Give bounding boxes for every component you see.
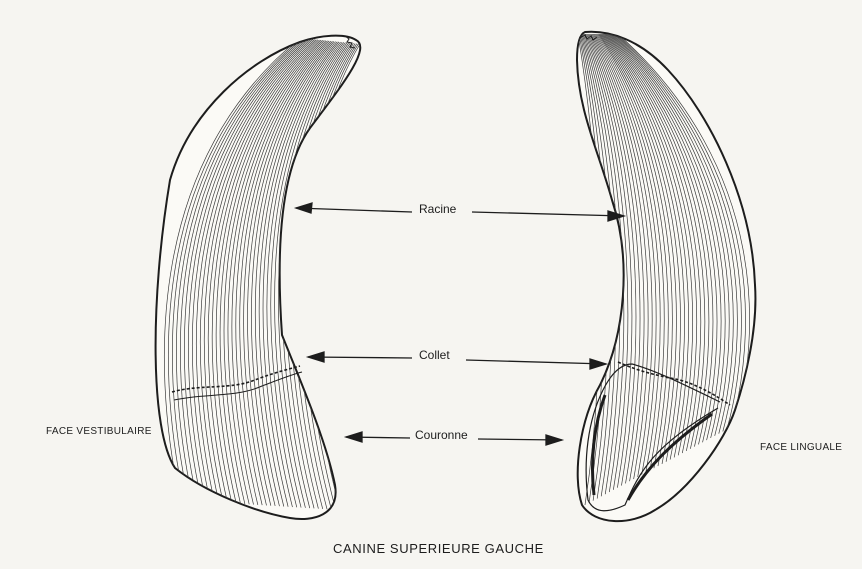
figure-caption: CANINE SUPERIEURE GAUCHE [333, 541, 544, 556]
crown-arrow-left [346, 432, 410, 442]
root-arrow-left [296, 203, 412, 213]
neck-label: Collet [416, 348, 453, 362]
left-view-label: FACE VESTIBULAIRE [46, 426, 152, 437]
right-tooth [577, 32, 755, 521]
root-label: Racine [416, 202, 459, 216]
left-tooth [156, 36, 361, 519]
root-arrow-right [472, 211, 624, 221]
crown-label: Couronne [412, 428, 471, 442]
crown-arrow-right [478, 435, 562, 445]
right-view-label: FACE LINGUALE [760, 442, 860, 453]
neck-arrow-right [466, 359, 606, 369]
neck-arrow-left [308, 352, 412, 362]
